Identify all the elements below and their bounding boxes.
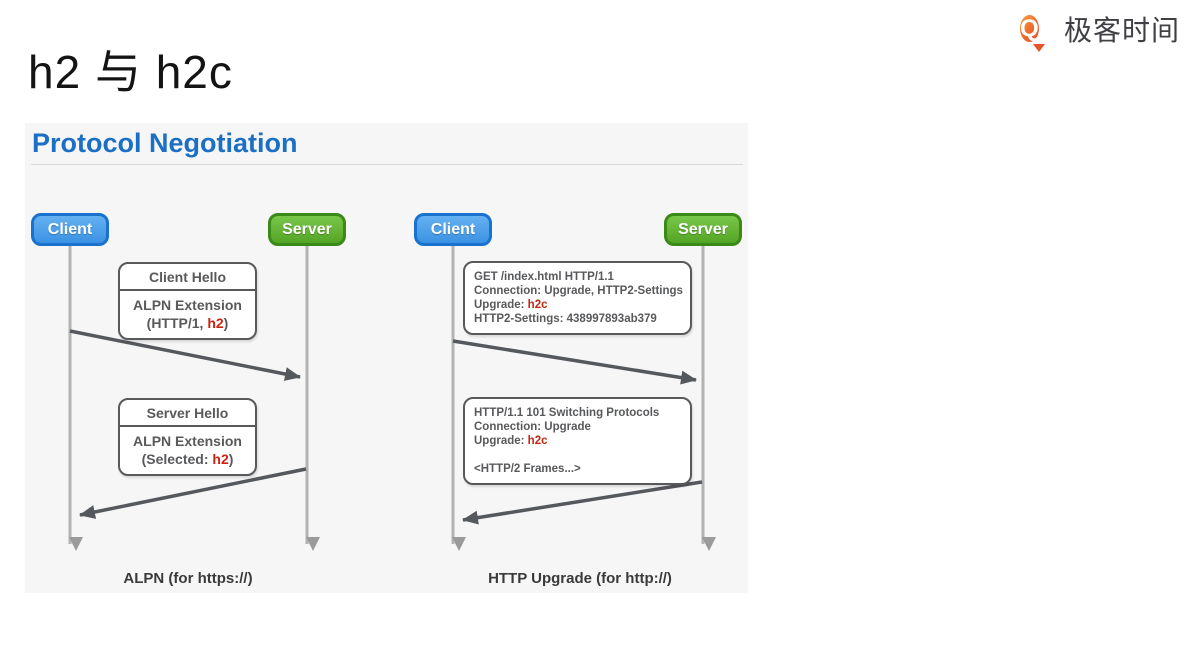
h2-highlight: h2 [212, 451, 229, 467]
geektime-q-icon: Q [1020, 11, 1057, 52]
server-hello-body: ALPN Extension (Selected: h2) [133, 433, 242, 467]
upgrade-caption: HTTP Upgrade (for http://) [488, 570, 672, 587]
protocol-negotiation-panel: Protocol Negotiation [25, 123, 748, 593]
slide-title: h2 与 h2c [28, 46, 233, 98]
client-hello-body: ALPN Extension (HTTP/1, h2) [133, 297, 242, 331]
client-hello-box: Client Hello ALPN Extension (HTTP/1, h2) [118, 262, 257, 340]
alpn-server-badge: Server [268, 213, 346, 246]
upgrade-client-badge: Client [414, 213, 492, 246]
panel-title: Protocol Negotiation [32, 128, 298, 158]
upgrade-request-arrow [452, 339, 697, 385]
alpn-serverhello-arrow [79, 467, 307, 519]
geektime-logo: Q 极客时间 [1020, 9, 1181, 52]
upgrade-request-box: GET /index.html HTTP/1.1 Connection: Upg… [463, 261, 692, 335]
upgrade-response-arrow [462, 480, 703, 525]
h2-highlight: h2 [207, 315, 224, 331]
upgrade-server-badge: Server [664, 213, 742, 246]
upgrade-response-box: HTTP/1.1 101 Switching Protocols Connect… [463, 397, 692, 485]
server-hello-title: Server Hello [120, 400, 255, 427]
h2c-highlight: h2c [527, 299, 548, 311]
alpn-clienthello-arrow [69, 329, 301, 381]
h2c-highlight: h2c [527, 435, 548, 447]
server-hello-box: Server Hello ALPN Extension (Selected: h… [118, 398, 257, 476]
alpn-caption: ALPN (for https://) [123, 570, 253, 587]
panel-divider [31, 164, 743, 165]
geektime-logo-text: 极客时间 [1064, 15, 1181, 46]
alpn-client-badge: Client [31, 213, 109, 246]
client-hello-title: Client Hello [120, 264, 255, 291]
